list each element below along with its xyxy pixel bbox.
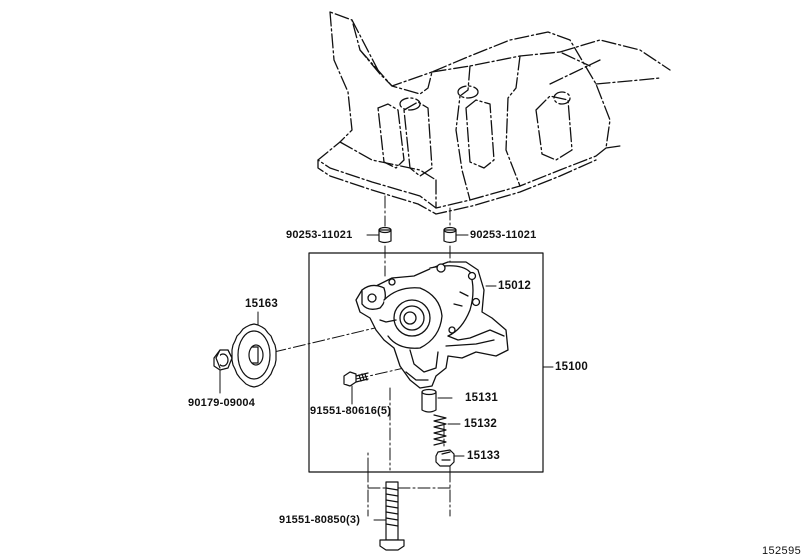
- long-bolt-part: [379, 481, 405, 551]
- label-long-bolt: 91551-80850(3): [279, 514, 361, 526]
- assembly-group-box: [308, 252, 544, 473]
- label-pump-body: 15012: [498, 280, 531, 292]
- label-valve: 15131: [465, 392, 498, 404]
- nut-part: [213, 349, 233, 371]
- plug-right-part: [443, 226, 457, 244]
- spring-part: [433, 414, 447, 446]
- plug-part: [435, 449, 455, 467]
- small-bolt-part: [343, 371, 369, 387]
- plug-left-part: [378, 226, 392, 244]
- sprocket-part: [231, 323, 277, 388]
- label-assembly: 15100: [555, 361, 588, 373]
- label-plug: 15133: [467, 450, 500, 462]
- relief-valve-part: [421, 388, 437, 413]
- illustration-id: 152595: [762, 545, 802, 557]
- label-spring: 15132: [464, 418, 497, 430]
- oil-pump-body-part: [355, 261, 509, 389]
- label-nut: 90179-09004: [188, 397, 256, 409]
- label-plug-left: 90253-11021: [286, 229, 353, 241]
- engine-block-phantom: [317, 11, 671, 215]
- leader-lines: [219, 234, 554, 521]
- label-small-bolt: 91551-80616(5): [310, 405, 392, 417]
- label-sprocket: 15163: [245, 298, 278, 310]
- label-plug-right: 90253-11021: [470, 229, 537, 241]
